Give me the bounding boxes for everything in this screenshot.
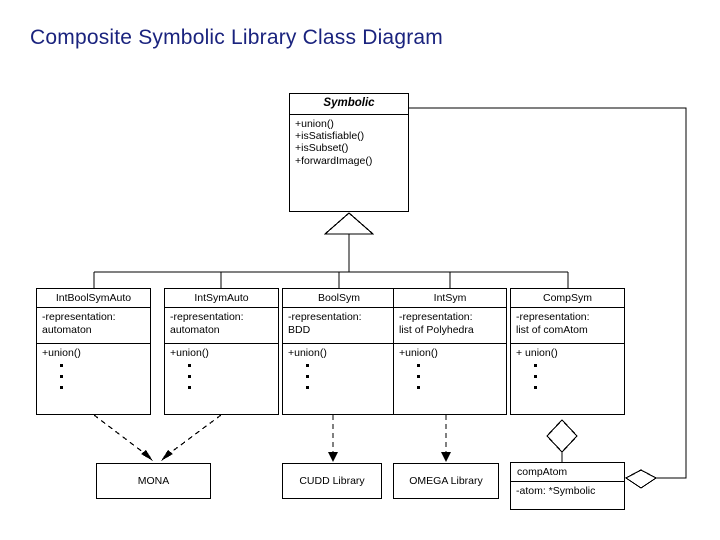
class-operations-boolsym: +union() xyxy=(283,343,395,417)
operations-ellipsis-icon xyxy=(306,363,309,389)
class-name-intsymauto: IntSymAuto xyxy=(194,292,249,304)
page-title: Composite Symbolic Library Class Diagram xyxy=(30,26,443,49)
aggregation-diamond-compatom-icon xyxy=(624,469,658,489)
arrowhead-icon xyxy=(328,452,338,462)
attribute-item: list of comAtom xyxy=(516,323,588,336)
operation-item: +union() xyxy=(170,347,209,360)
class-name-intboolsymauto: IntBoolSymAuto xyxy=(55,292,132,304)
attribute-item: list of Polyhedra xyxy=(399,323,474,336)
operations-ellipsis-icon xyxy=(60,363,63,389)
attribute-item: -representation: xyxy=(288,311,362,324)
aggregation-diamond-compsym-icon xyxy=(546,419,578,453)
attribute-item: BDD xyxy=(288,323,311,336)
class-operations-symbolic: +union() +isSatisfiable() +isSubset() +f… xyxy=(290,113,408,207)
operation-item: +union() xyxy=(288,347,327,360)
operation-item: +union() xyxy=(295,117,334,130)
attribute-item: automaton xyxy=(170,323,220,336)
arrowhead-icon xyxy=(141,450,153,461)
library-box-cudd[interactable]: CUDD Library xyxy=(282,463,382,499)
attribute-item: -representation: xyxy=(42,311,116,324)
class-name-compsym: CompSym xyxy=(542,292,592,304)
class-name-symbolic: Symbolic xyxy=(323,97,375,109)
class-box-boolsym[interactable]: BoolSym -representation: BDD +union() xyxy=(282,288,396,415)
library-box-omega[interactable]: OMEGA Library xyxy=(393,463,499,499)
class-box-symbolic[interactable]: Symbolic +union() +isSatisfiable() +isSu… xyxy=(289,93,409,212)
operation-item: +forwardImage() xyxy=(295,154,373,167)
operation-item: + union() xyxy=(516,347,558,360)
class-name-compatom: compAtom xyxy=(517,466,568,478)
class-box-intboolsymauto[interactable]: IntBoolSymAuto -representation: automato… xyxy=(36,288,151,415)
class-attributes-intboolsymauto: -representation: automaton xyxy=(37,307,150,343)
class-attributes-intsymauto: -representation: automaton xyxy=(165,307,278,343)
inheritance-triangle-icon xyxy=(323,212,375,235)
dependency-intsymauto-mona xyxy=(165,414,222,457)
library-box-mona[interactable]: MONA xyxy=(96,463,211,499)
class-box-compsym[interactable]: CompSym -representation: list of comAtom… xyxy=(510,288,625,415)
class-attributes-intsym: -representation: list of Polyhedra xyxy=(394,307,506,343)
operations-ellipsis-icon xyxy=(188,363,191,389)
arrowhead-icon xyxy=(161,450,173,461)
attribute-item: -representation: xyxy=(170,311,244,324)
class-name-intsym: IntSym xyxy=(433,292,467,304)
dependency-intboolsymauto-mona xyxy=(93,414,149,457)
library-label: MONA xyxy=(137,475,170,487)
class-attributes-compsym: -representation: list of comAtom xyxy=(511,307,624,343)
attribute-item: -atom: *Symbolic xyxy=(516,485,596,498)
library-label: OMEGA Library xyxy=(409,475,483,487)
operation-item: +isSatisfiable() xyxy=(295,129,365,142)
class-box-intsymauto[interactable]: IntSymAuto -representation: automaton +u… xyxy=(164,288,279,415)
class-operations-intsymauto: +union() xyxy=(165,343,278,417)
class-attributes-compatom: -atom: *Symbolic xyxy=(511,481,624,503)
class-box-intsym[interactable]: IntSym -representation: list of Polyhedr… xyxy=(393,288,507,415)
operation-item: +union() xyxy=(42,347,81,360)
class-operations-intsym: +union() xyxy=(394,343,506,417)
operations-ellipsis-icon xyxy=(417,363,420,389)
arrowhead-icon xyxy=(441,452,451,462)
library-label: CUDD Library xyxy=(299,475,365,487)
attribute-item: automaton xyxy=(42,323,92,336)
attribute-item: -representation: xyxy=(399,311,473,324)
class-box-compatom[interactable]: compAtom -atom: *Symbolic xyxy=(510,462,625,510)
class-attributes-boolsym: -representation: BDD xyxy=(283,307,395,343)
class-operations-intboolsymauto: +union() xyxy=(37,343,150,417)
operation-item: +union() xyxy=(399,347,438,360)
operations-ellipsis-icon xyxy=(534,363,537,389)
operation-item: +isSubset() xyxy=(295,142,349,155)
attribute-item: -representation: xyxy=(516,311,590,324)
class-name-boolsym: BoolSym xyxy=(317,292,360,304)
class-operations-compsym: + union() xyxy=(511,343,624,417)
